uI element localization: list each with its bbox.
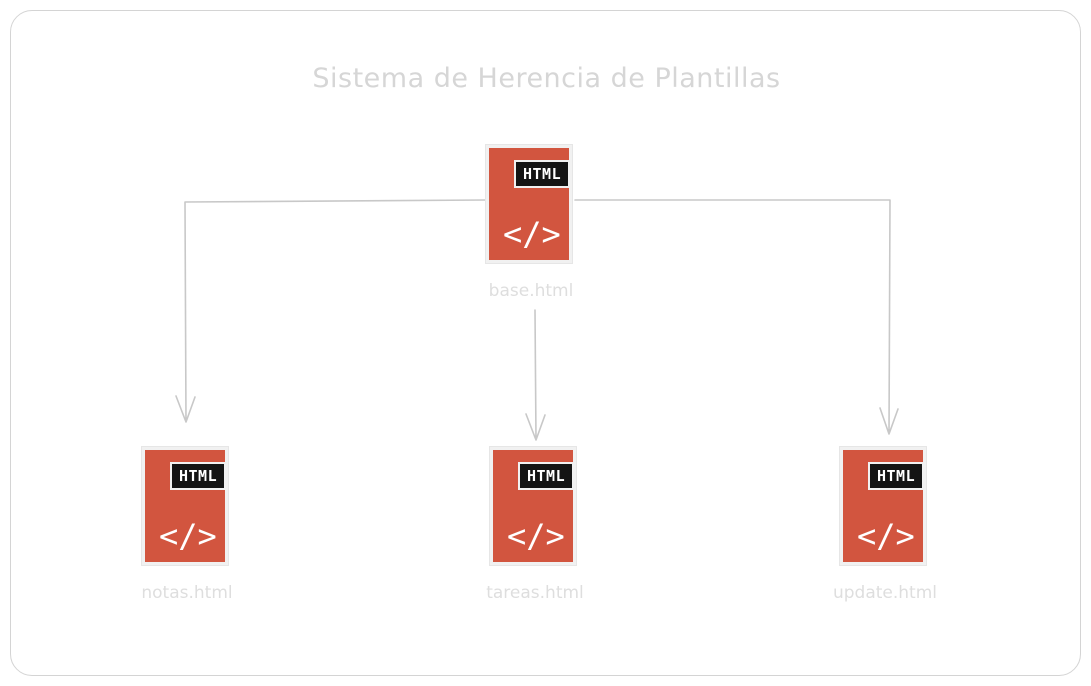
code-icon: </>: [857, 517, 915, 555]
node-label: base.html: [488, 281, 574, 301]
code-icon: </>: [507, 517, 565, 555]
html-badge: HTML: [170, 462, 227, 490]
node-label: tareas.html: [486, 583, 584, 603]
node-label: update.html: [832, 583, 938, 603]
diagram-frame: Sistema de Herencia de Plantillas: [10, 10, 1081, 676]
edge-base-notas: [175, 199, 487, 423]
edge-base-tareas: [525, 309, 546, 441]
diagram-title: Sistema de Herencia de Plantillas: [312, 63, 781, 94]
html-badge: HTML: [868, 462, 925, 490]
edge-base-update: [574, 199, 899, 435]
code-icon: </>: [159, 517, 217, 555]
node-label: notas.html: [141, 583, 233, 603]
html-file-icon: </>: [490, 447, 576, 565]
html-badge: HTML: [518, 462, 575, 490]
html-badge: HTML: [514, 160, 571, 188]
code-icon: </>: [503, 215, 561, 253]
